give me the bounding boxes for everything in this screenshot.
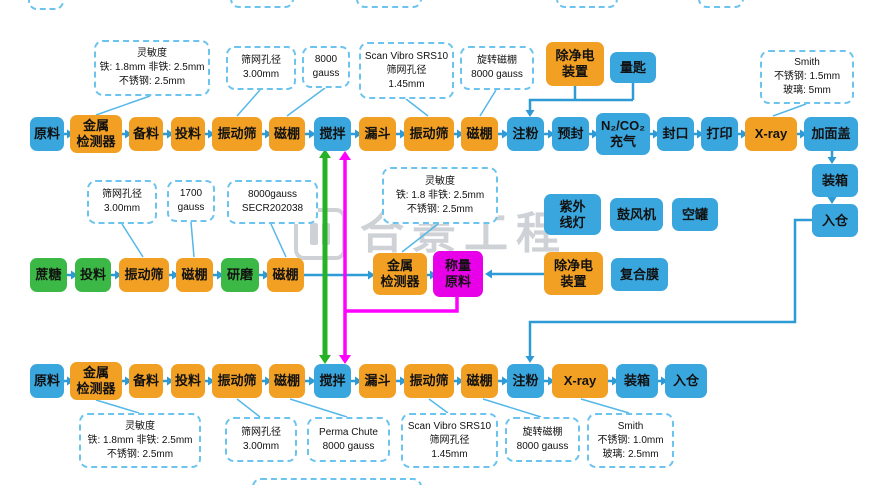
node-powder-filling-bot: 注粉: [507, 364, 544, 398]
cutoff-callout-fragment: [556, 0, 618, 8]
node-uv-lamp: 紫外 线灯: [544, 194, 601, 235]
cutoff-callout-fragment: [356, 0, 422, 8]
cutoff-callout-fragment: [252, 478, 422, 485]
node-metal-detector-bot: 金属 检测器: [70, 362, 122, 400]
node-xray-top: X-ray: [745, 117, 797, 151]
node-gas-flush: N₂/CO₂ 充气: [596, 113, 650, 155]
node-blower: 鼓风机: [610, 198, 663, 231]
callout-sensitivity-mid: 灵敏度 铁: 1.8 非铁: 2.5mm 不锈钢: 2.5mm: [382, 167, 498, 224]
node-sucrose: 蔗糖: [30, 258, 67, 292]
node-warehousing-top: 入仓: [812, 204, 858, 237]
node-xray-bot: X-ray: [552, 364, 608, 398]
node-feeding-mid: 投料: [75, 258, 111, 292]
node-vibrating-screen-2-bot: 振动筛: [404, 364, 454, 398]
node-sealing: 封口: [657, 117, 694, 151]
node-printing: 打印: [701, 117, 738, 151]
cutoff-callout-fragment: [28, 0, 64, 10]
node-weighing: 称量 原料: [433, 251, 483, 297]
callout-rotary-magnet-top: 旋转磁棚 8000 gauss: [460, 46, 534, 90]
node-empty-can: 空罐: [672, 198, 718, 231]
node-vibrating-screen-2-top: 振动筛: [404, 117, 454, 151]
node-boxing-top: 装箱: [812, 164, 858, 197]
callout-gauss-mid: 1700 gauss: [167, 180, 215, 222]
node-magnetic-grid-top: 磁棚: [269, 117, 305, 151]
callout-smith-bot: Smith 不锈钢: 1.0mm 玻璃: 2.5mm: [587, 413, 674, 468]
cutoff-callout-fragment: [698, 0, 744, 8]
callout-smith-top: Smith 不锈钢: 1.5mm 玻璃: 5mm: [760, 50, 854, 104]
node-composite-film: 复合膜: [611, 258, 668, 291]
cutoff-callout-fragment: [230, 0, 294, 8]
node-boxing-bot: 装箱: [616, 364, 658, 398]
callout-mesh-size-bot: 筛网孔径 3.00mm: [225, 417, 297, 462]
callout-gauss-top: 8000 gauss: [302, 46, 350, 88]
callout-mesh-size-top: 筛网孔径 3.00mm: [226, 46, 296, 90]
flow-arrows: [67, 110, 837, 386]
node-measuring-scoop: 量匙: [610, 52, 656, 83]
weighed-material-connector: [339, 151, 459, 364]
callout-scan-vibro-bot: Scan Vibro SRS10 筛网孔径 1.45mm: [401, 413, 498, 468]
node-metal-detector-mid: 金属 检测器: [373, 253, 427, 295]
node-funnel-top: 漏斗: [359, 117, 396, 151]
node-magnetic-grid-2-bot: 磁棚: [461, 364, 498, 398]
node-mixer-bot: 搅拌: [314, 364, 351, 398]
sugar-line-connector: [319, 149, 331, 364]
node-vibrating-screen-top: 振动筛: [212, 117, 262, 151]
callout-sensitivity-bot: 灵敏度 铁: 1.8mm 非铁: 2.5mm 不锈钢: 2.5mm: [79, 413, 201, 468]
node-feeding-top: 投料: [171, 117, 205, 151]
callout-leader-lines: [95, 87, 807, 418]
node-vibrating-screen-bot: 振动筛: [212, 364, 262, 398]
node-lid-capping: 加面盖: [804, 117, 858, 151]
node-pre-seal: 预封: [552, 117, 589, 151]
callout-perma-chute-bot: Perma Chute 8000 gauss: [307, 417, 390, 462]
node-mixer-top: 搅拌: [314, 117, 351, 151]
node-magnetic-grid-bot: 磁棚: [269, 364, 305, 398]
callout-mesh-size-mid: 筛网孔径 3.00mm: [87, 180, 157, 224]
node-funnel-bot: 漏斗: [359, 364, 396, 398]
node-metal-detector-top: 金属 检测器: [70, 115, 122, 153]
node-material-prep-top: 备料: [129, 117, 163, 151]
node-warehousing-bot: 入仓: [665, 364, 707, 398]
node-vibrating-screen-mid: 振动筛: [119, 258, 169, 292]
callout-sensitivity-top: 灵敏度 铁: 1.8mm 非铁: 2.5mm 不锈钢: 2.5mm: [94, 40, 210, 96]
node-static-eliminator-top: 除净电 装置: [546, 42, 604, 86]
callout-gauss-secr-mid: 8000gauss SECR202038: [227, 180, 318, 224]
node-raw-material-bot: 原料: [30, 364, 64, 398]
node-magnetic-grid-2-top: 磁棚: [461, 117, 498, 151]
callout-rotary-magnet-bot: 旋转磁棚 8000 gauss: [505, 417, 580, 462]
node-powder-filling-top: 注粉: [507, 117, 544, 151]
node-raw-material-top: 原料: [30, 117, 64, 151]
node-static-eliminator-mid: 除净电 装置: [544, 252, 603, 295]
node-magnetic-grid-2-mid: 磁棚: [267, 258, 304, 292]
node-material-prep-bot: 备料: [129, 364, 163, 398]
node-magnetic-grid-mid: 磁棚: [176, 258, 213, 292]
node-grinding: 研磨: [221, 258, 259, 292]
callout-scan-vibro-top: Scan Vibro SRS10 筛网孔径 1.45mm: [359, 42, 454, 99]
node-feeding-bot: 投料: [171, 364, 205, 398]
